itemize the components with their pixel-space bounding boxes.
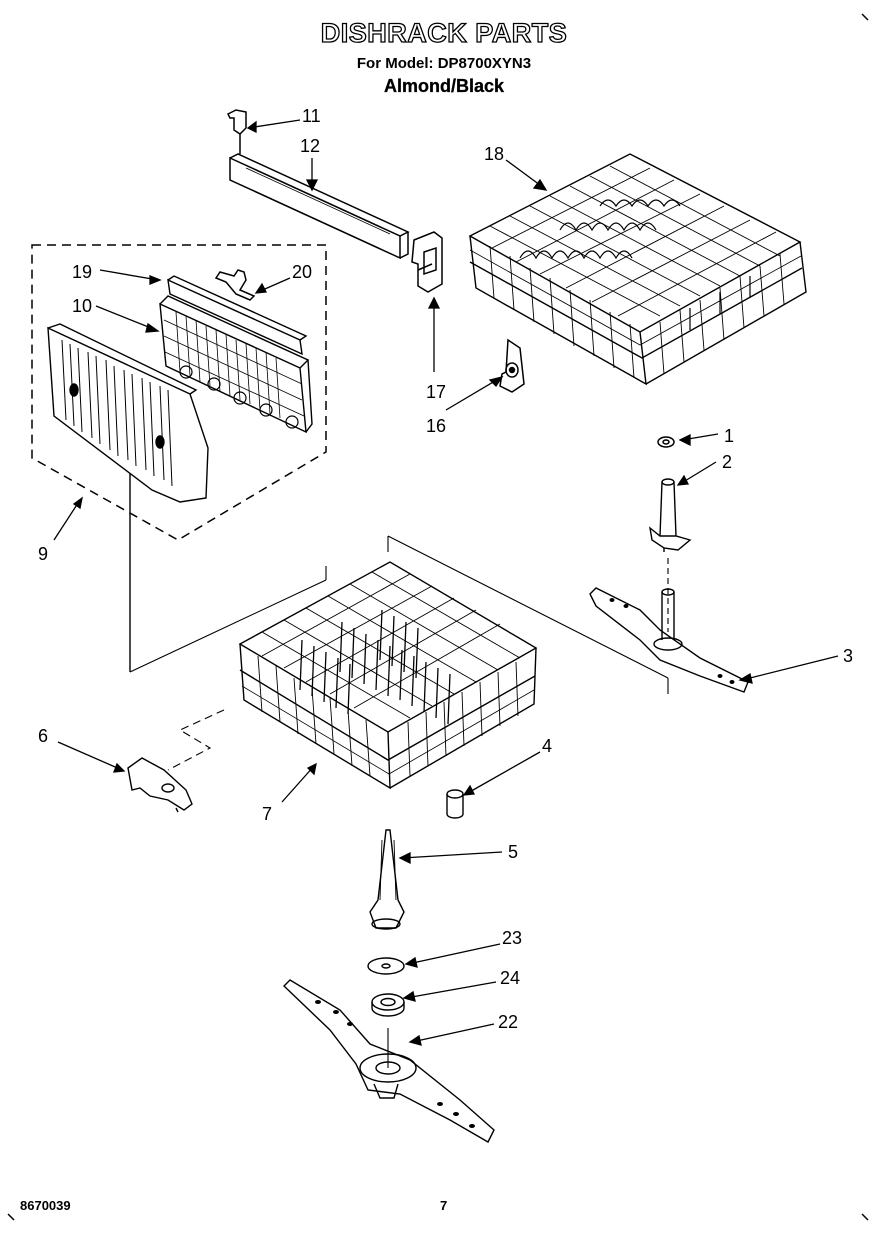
- model-line: For Model: DP8700XYN3: [356, 55, 532, 72]
- part-17-end-cap: [411, 231, 443, 293]
- part-5-lower-tube: [369, 829, 405, 930]
- callout-12: 12: [300, 136, 320, 156]
- kit-dashed-box: [31, 244, 327, 541]
- callout-6: 6: [38, 726, 48, 746]
- callout-11: 11: [302, 106, 321, 126]
- callout-3: 3: [843, 646, 853, 666]
- part-9-flap-panel: [47, 323, 209, 672]
- part-22-lower-spray-arm: [282, 979, 495, 1143]
- callout-19: 19: [72, 262, 92, 282]
- alignment-lines: [129, 535, 669, 1068]
- callout-leaders: [53, 119, 839, 1046]
- part-23-washer: [367, 957, 405, 975]
- part-1-ring: [657, 436, 675, 448]
- callout-16: 16: [426, 416, 446, 436]
- part-18-upper-rack: [468, 153, 807, 386]
- part-2-tube: [649, 478, 692, 552]
- callout-23: 23: [502, 928, 522, 948]
- callout-17: 17: [426, 382, 446, 402]
- callout-22: 22: [498, 1012, 518, 1032]
- page-number: 7: [440, 1198, 448, 1213]
- part-16-bracket: [499, 338, 525, 393]
- part-20-clip: [214, 269, 256, 301]
- corner-marks: [7, 13, 869, 1221]
- part-3-upper-spray-arm: [589, 587, 749, 693]
- part-24-seal: [371, 993, 405, 1017]
- callout-18: 18: [484, 144, 504, 164]
- callout-4: 4: [542, 736, 552, 756]
- page-title: DISHRACK PARTS: [320, 17, 568, 48]
- callout-2: 2: [722, 452, 732, 472]
- callout-24: 24: [500, 968, 520, 988]
- color-line: Almond/Black: [383, 76, 505, 96]
- part-19-strip: [167, 275, 308, 356]
- part-11-clip: [226, 109, 247, 154]
- callout-1: 1: [724, 426, 734, 446]
- part-7-lower-rack: [238, 561, 538, 790]
- doc-number: 8670039: [20, 1198, 71, 1213]
- callout-7: 7: [262, 804, 272, 824]
- part-6-bracket: [127, 757, 193, 813]
- callout-9: 9: [38, 544, 48, 564]
- callout-10: 10: [72, 296, 92, 316]
- callout-5: 5: [508, 842, 518, 862]
- callout-20: 20: [292, 262, 312, 282]
- part-12-rail: [229, 153, 410, 260]
- part-10-grid-basket: [159, 295, 313, 434]
- part-4-spacer: [446, 789, 464, 819]
